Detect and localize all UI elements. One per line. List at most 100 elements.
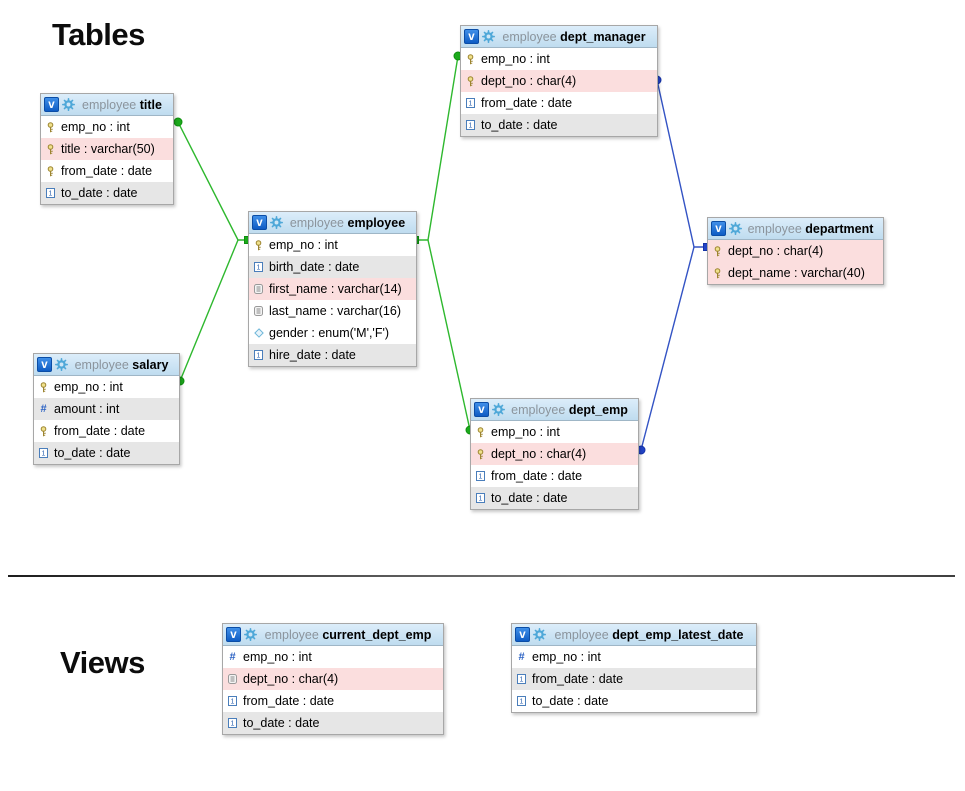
schema-name: employee bbox=[554, 627, 609, 642]
numeric-icon: # bbox=[40, 403, 47, 415]
table-dept-manager[interactable]: v employee dept_manager emp_no : int dep… bbox=[460, 25, 658, 137]
svg-text:1: 1 bbox=[520, 677, 524, 684]
anchor-title bbox=[173, 117, 183, 127]
relation-deptemp-employee bbox=[427, 239, 471, 431]
column-row: #amount : int bbox=[34, 398, 179, 420]
svg-text:1: 1 bbox=[469, 101, 473, 108]
column-row: from_date : date bbox=[34, 420, 179, 442]
section-divider bbox=[8, 575, 955, 577]
table-salary[interactable]: v employee salary emp_no : int #amount :… bbox=[33, 353, 180, 465]
schema-name: employee bbox=[502, 29, 557, 44]
gear-icon bbox=[62, 98, 75, 111]
table-name: salary bbox=[132, 357, 169, 372]
svg-text:1: 1 bbox=[49, 191, 53, 198]
view-badge-icon: v bbox=[44, 97, 59, 112]
primary-key-icon bbox=[45, 143, 56, 155]
enum-icon bbox=[253, 328, 264, 338]
column-row: last_name : varchar(16) bbox=[249, 300, 416, 322]
table-department[interactable]: v employee department dept_no : char(4) … bbox=[707, 217, 884, 285]
schema-name: employee bbox=[289, 215, 345, 230]
column-row: #emp_no : int bbox=[223, 646, 443, 668]
date-icon: 1 bbox=[253, 350, 264, 360]
primary-key-icon bbox=[475, 448, 486, 460]
column-row: title : varchar(50) bbox=[41, 138, 173, 160]
text-icon bbox=[253, 306, 264, 316]
column-row: from_date : date bbox=[41, 160, 173, 182]
schema-name: employee bbox=[511, 402, 566, 417]
date-icon: 1 bbox=[253, 262, 264, 272]
date-icon: 1 bbox=[516, 696, 527, 706]
relation-deptemp-department bbox=[640, 246, 695, 451]
gear-icon bbox=[533, 628, 546, 641]
gear-icon bbox=[482, 30, 495, 43]
primary-key-icon bbox=[712, 245, 723, 257]
table-name: dept_emp bbox=[568, 402, 628, 417]
date-icon: 1 bbox=[516, 674, 527, 684]
relation-deptmanager-employee bbox=[415, 55, 459, 241]
table-name: title bbox=[139, 97, 162, 112]
view-name: current_dept_emp bbox=[322, 627, 432, 642]
date-icon: 1 bbox=[38, 448, 49, 458]
column-row: dept_no : char(4) bbox=[708, 240, 883, 262]
svg-text:1: 1 bbox=[469, 123, 473, 130]
column-row: emp_no : int bbox=[461, 48, 657, 70]
relation-salary-employee bbox=[179, 239, 239, 382]
schema-name: employee bbox=[747, 221, 802, 236]
schema-name: employee bbox=[74, 357, 129, 372]
date-icon: 1 bbox=[475, 493, 486, 503]
schema-name: employee bbox=[264, 627, 319, 642]
primary-key-icon bbox=[38, 425, 49, 437]
text-icon bbox=[227, 674, 238, 684]
column-row: gender : enum('M','F') bbox=[249, 322, 416, 344]
text-icon bbox=[253, 284, 264, 294]
view-badge-icon: v bbox=[515, 627, 530, 642]
view-badge-icon: v bbox=[711, 221, 726, 236]
view-dept-emp-latest-date-header: v employee dept_emp_latest_date bbox=[512, 624, 756, 646]
column-row: #emp_no : int bbox=[512, 646, 756, 668]
table-salary-header: v employee salary bbox=[34, 354, 179, 376]
view-current-dept-emp[interactable]: v employee current_dept_emp #emp_no : in… bbox=[222, 623, 444, 735]
table-employee-header: v employee employee bbox=[249, 212, 416, 234]
column-row: emp_no : int bbox=[471, 421, 638, 443]
gear-icon bbox=[270, 216, 283, 229]
view-dept-emp-latest-date[interactable]: v employee dept_emp_latest_date #emp_no … bbox=[511, 623, 757, 713]
tables-section-heading: Tables bbox=[52, 17, 145, 52]
relation-title-employee bbox=[177, 121, 248, 241]
svg-text:1: 1 bbox=[231, 721, 235, 728]
primary-key-icon bbox=[712, 267, 723, 279]
column-row: emp_no : int bbox=[34, 376, 179, 398]
svg-text:1: 1 bbox=[479, 496, 483, 503]
primary-key-icon bbox=[465, 75, 476, 87]
column-row: dept_no : char(4) bbox=[471, 443, 638, 465]
column-row: dept_no : char(4) bbox=[461, 70, 657, 92]
table-dept-emp[interactable]: v employee dept_emp emp_no : int dept_no… bbox=[470, 398, 639, 510]
view-name: dept_emp_latest_date bbox=[612, 627, 744, 642]
column-row: first_name : varchar(14) bbox=[249, 278, 416, 300]
svg-text:1: 1 bbox=[520, 699, 524, 706]
numeric-icon: # bbox=[518, 651, 525, 663]
primary-key-icon bbox=[465, 53, 476, 65]
table-title[interactable]: v employee title emp_no : int title : va… bbox=[40, 93, 174, 205]
view-current-dept-emp-header: v employee current_dept_emp bbox=[223, 624, 443, 646]
schema-name: employee bbox=[82, 97, 137, 112]
primary-key-icon bbox=[475, 426, 486, 438]
column-row: dept_no : char(4) bbox=[223, 668, 443, 690]
primary-key-icon bbox=[45, 165, 56, 177]
view-badge-icon: v bbox=[474, 402, 489, 417]
svg-text:1: 1 bbox=[42, 451, 46, 458]
table-name: department bbox=[805, 221, 874, 236]
relation-deptmanager-department bbox=[656, 79, 707, 248]
column-row: dept_name : varchar(40) bbox=[708, 262, 883, 284]
date-icon: 1 bbox=[465, 98, 476, 108]
svg-text:1: 1 bbox=[257, 353, 261, 360]
